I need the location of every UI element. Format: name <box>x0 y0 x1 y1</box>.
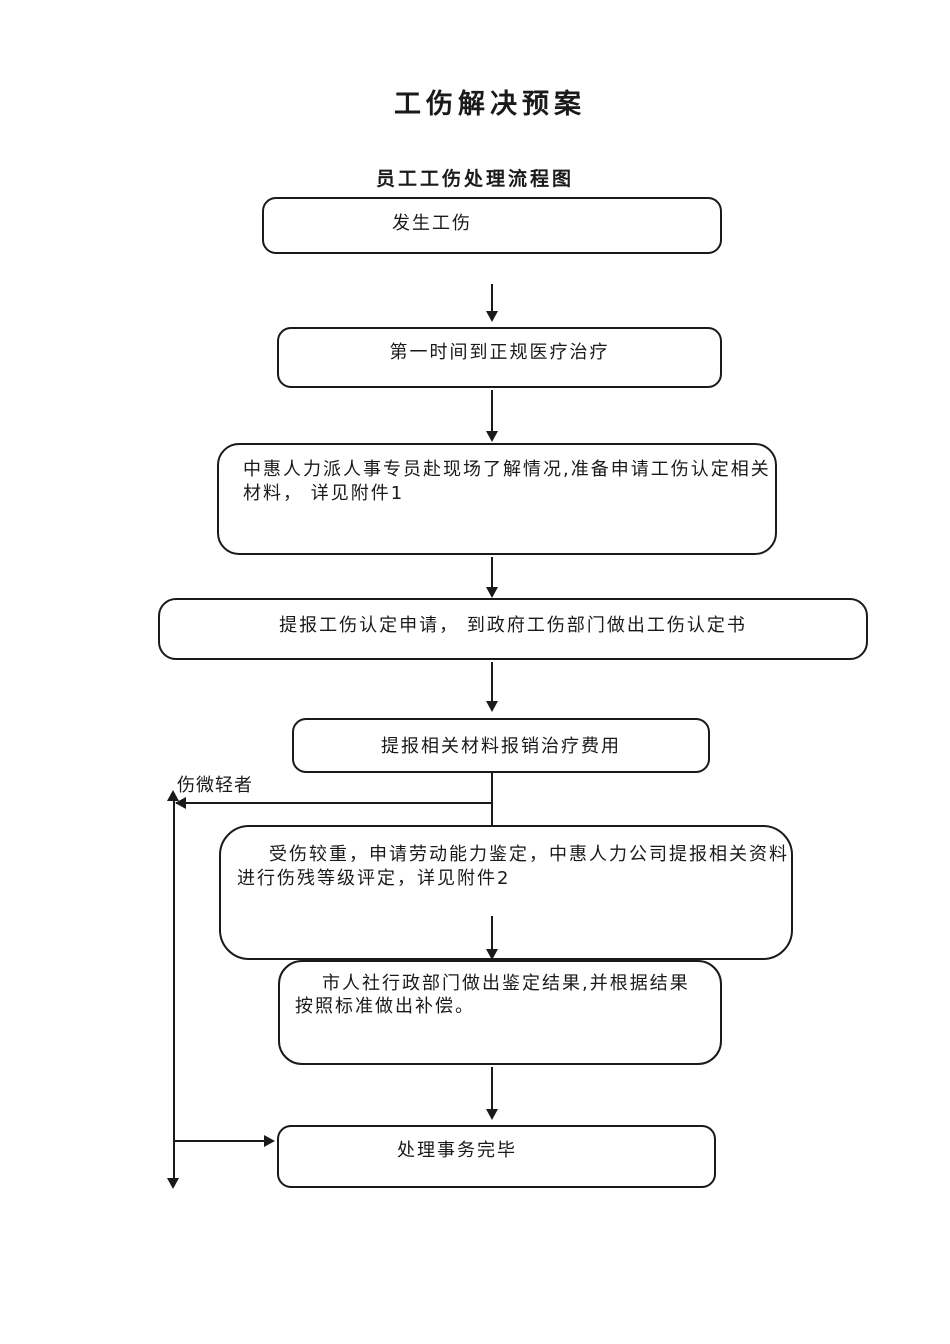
flow-node-specialist-investigation: 中惠人力派人事专员赴现场了解情况,准备申请工伤认定相关 材料， 详见附件1 <box>217 443 777 555</box>
flow-node-label-line2: 按照标准做出补偿。 <box>295 996 475 1017</box>
arrow-shaft <box>491 284 493 312</box>
flow-arrow-5 <box>486 916 498 960</box>
flow-node-disability-assessment: 受伤较重，申请劳动能力鉴定，中惠人力公司提报相关资料 进行伤残等级评定，详见附件… <box>219 825 793 960</box>
arrow-shaft <box>491 1067 493 1110</box>
flow-arrow-3 <box>486 557 498 598</box>
flow-node-process-complete: 处理事务完毕 <box>277 1125 716 1188</box>
branch-line-from-junction <box>176 802 492 804</box>
flow-node-label-line2: 材料， 详见附件1 <box>243 483 405 504</box>
flow-node-label: 第一时间到正规医疗治疗 <box>389 342 610 363</box>
arrowhead-down-icon <box>486 701 498 712</box>
flow-arrow-1 <box>486 284 498 322</box>
minor-injury-branch-label: 伤微轻者 <box>177 775 253 796</box>
document-title: 工伤解决预案 <box>394 89 586 120</box>
arrow-shaft <box>491 557 493 588</box>
arrowhead-down-icon <box>486 311 498 322</box>
connector-node5-to-node6 <box>491 773 493 825</box>
arrow-shaft <box>491 390 493 432</box>
flow-node-label-line1: 中惠人力派人事专员赴现场了解情况,准备申请工伤认定相关 <box>243 459 771 480</box>
flow-node-label-line1: 市人社行政部门做出鉴定结果,并根据结果 <box>322 973 690 994</box>
branch-line-to-complete <box>175 1140 265 1142</box>
arrow-shaft <box>491 916 493 950</box>
arrowhead-down-icon <box>486 1109 498 1120</box>
flow-node-label-line1: 受伤较重，申请劳动能力鉴定，中惠人力公司提报相关资料 <box>269 844 789 865</box>
flow-node-injury-occurred: 发生工伤 <box>262 197 722 254</box>
flow-arrow-4 <box>486 662 498 712</box>
flow-node-label: 发生工伤 <box>392 213 472 234</box>
minor-injury-branch-rail <box>173 793 175 1179</box>
flow-node-label: 提报工伤认定申请， 到政府工伤部门做出工伤认定书 <box>279 615 747 636</box>
flow-node-label-line2: 进行伤残等级评定，详见附件2 <box>237 868 511 889</box>
flow-arrow-6 <box>486 1067 498 1120</box>
flow-arrow-2 <box>486 390 498 442</box>
arrowhead-down-icon <box>486 587 498 598</box>
flow-node-reimburse-expenses: 提报相关材料报销治疗费用 <box>292 718 710 773</box>
flow-node-label: 处理事务完毕 <box>397 1140 517 1161</box>
arrow-shaft <box>491 662 493 702</box>
flow-node-medical-treatment: 第一时间到正规医疗治疗 <box>277 327 722 388</box>
flow-node-assessment-result-compensation: 市人社行政部门做出鉴定结果,并根据结果 按照标准做出补偿。 <box>278 960 722 1065</box>
flow-node-label: 提报相关材料报销治疗费用 <box>381 736 621 757</box>
flow-node-submit-recognition-application: 提报工伤认定申请， 到政府工伤部门做出工伤认定书 <box>158 598 868 660</box>
arrowhead-down-icon <box>167 1178 179 1189</box>
arrowhead-right-icon <box>264 1135 275 1147</box>
flowchart-title: 员工工伤处理流程图 <box>375 168 575 190</box>
arrowhead-down-icon <box>486 431 498 442</box>
arrowhead-down-icon <box>486 949 498 960</box>
